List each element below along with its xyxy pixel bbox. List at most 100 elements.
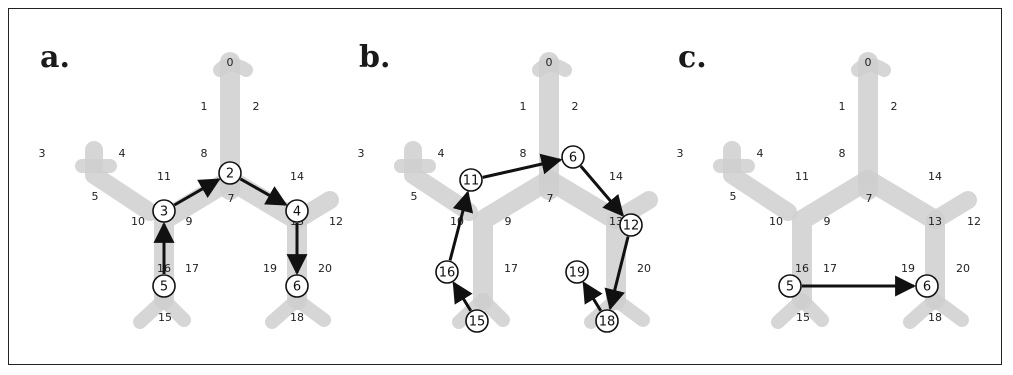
panel-letter-b: b. [359, 40, 391, 75]
vertex-label: 7 [547, 192, 554, 205]
vertex-label: 14 [609, 170, 623, 183]
vertex-label: 13 [928, 215, 942, 228]
circled-node: 11 [459, 168, 483, 192]
structure-segment [404, 141, 478, 221]
path-edge [604, 236, 630, 311]
panel-a: 012345789101112131415161718192032456 a. [32, 40, 343, 346]
vertex-label: 2 [572, 100, 579, 113]
vertex-label: 15 [796, 311, 810, 324]
vertex-label: 8 [839, 147, 846, 160]
path-edge [579, 165, 624, 217]
vertex-label: 9 [505, 215, 512, 228]
circled-node: 4 [285, 199, 309, 223]
node-circle [459, 168, 483, 192]
node-label: 2 [226, 167, 234, 182]
vertex-label: 5 [730, 190, 737, 203]
vertex-label: 0 [865, 56, 872, 69]
vertex-label: 7 [228, 192, 235, 205]
node-label: 19 [569, 266, 586, 281]
node-label: 11 [463, 174, 480, 189]
vertex-label: 15 [158, 311, 172, 324]
panel-letter-a: a. [40, 40, 70, 75]
node-circle [285, 199, 309, 223]
vertex-label: 1 [839, 100, 846, 113]
circled-node: 3 [152, 199, 176, 223]
vertex-label: 1 [201, 100, 208, 113]
path-edge [482, 153, 563, 179]
vertex-label: 16 [795, 262, 809, 275]
node-circle [595, 309, 619, 333]
path-edge [173, 178, 221, 207]
vertex-label: 10 [769, 215, 783, 228]
vertex-label: 3 [39, 147, 46, 160]
path-edge [582, 281, 603, 312]
node-label: 18 [599, 315, 616, 330]
circled-node: 5 [778, 274, 802, 298]
structure-segment [723, 141, 797, 221]
structure-segment [473, 170, 559, 310]
vertex-label: 19 [901, 262, 915, 275]
structure-segment [792, 170, 878, 310]
node-circle [561, 145, 585, 169]
vertex-label: 19 [263, 262, 277, 275]
node-circle [435, 260, 459, 284]
node-label: 4 [293, 205, 301, 220]
vertex-label: 17 [823, 262, 837, 275]
vertex-label: 8 [520, 147, 527, 160]
circled-node: 6 [285, 274, 309, 298]
node-label: 6 [923, 280, 931, 295]
vertex-label: 5 [411, 190, 418, 203]
panel-letter-c: c. [678, 40, 707, 75]
vertex-label: 3 [358, 147, 365, 160]
structure-segment [157, 293, 191, 327]
vertex-label: 4 [119, 147, 126, 160]
circled-node: 5 [152, 274, 176, 298]
circled-node: 18 [595, 309, 619, 333]
vertex-label: 8 [201, 147, 208, 160]
vertex-label: 4 [438, 147, 445, 160]
vertex-label: 11 [157, 170, 171, 183]
node-label: 16 [439, 266, 456, 281]
vertex-label: 20 [637, 262, 651, 275]
vertex-label: 18 [928, 311, 942, 324]
circled-node: 15 [465, 309, 489, 333]
vertex-label: 7 [866, 192, 873, 205]
node-circle [218, 161, 242, 185]
structure-segment [928, 293, 969, 327]
figure-frame [8, 8, 1002, 365]
node-circle [285, 274, 309, 298]
vertex-label: 9 [186, 215, 193, 228]
vertex-label: 4 [757, 147, 764, 160]
vertex-label: 17 [185, 262, 199, 275]
circled-node: 6 [561, 145, 585, 169]
vertex-label: 14 [928, 170, 942, 183]
node-circle [465, 309, 489, 333]
circled-node: 16 [435, 260, 459, 284]
vertex-label: 18 [290, 311, 304, 324]
structure-segment [85, 141, 159, 221]
node-circle [778, 274, 802, 298]
circled-node: 19 [565, 260, 589, 284]
circled-node: 6 [915, 274, 939, 298]
vertex-label: 17 [504, 262, 518, 275]
path-edge [452, 281, 473, 312]
node-label: 5 [160, 280, 168, 295]
structure-segment [213, 58, 253, 77]
node-label: 6 [569, 151, 577, 166]
vertex-label: 14 [290, 170, 304, 183]
node-circle [565, 260, 589, 284]
structure-segment [926, 191, 977, 229]
vertex-label: 0 [546, 56, 553, 69]
node-label: 5 [786, 280, 794, 295]
node-circle [152, 199, 176, 223]
structure-segment [851, 58, 891, 77]
structure-segment [290, 293, 331, 327]
structure-segment [609, 293, 650, 327]
vertex-label: 1 [520, 100, 527, 113]
node-circle [152, 274, 176, 298]
vertex-label: 11 [795, 170, 809, 183]
vertex-label: 2 [253, 100, 260, 113]
